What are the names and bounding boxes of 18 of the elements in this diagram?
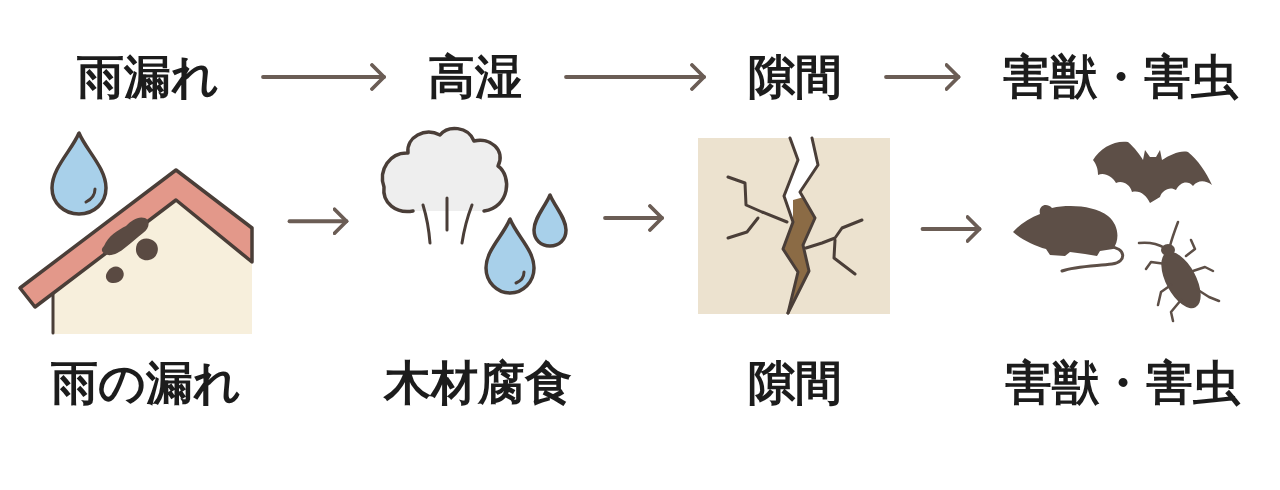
picture-label: 木材腐食: [384, 357, 572, 409]
crack-picture: [697, 136, 892, 316]
cloud-drops-picture: [380, 124, 570, 296]
step-title: 害獣・害虫: [1002, 51, 1238, 103]
picture-label: 隙間: [748, 357, 842, 409]
picture-label: 雨の漏れ: [51, 357, 241, 409]
arrow: [261, 63, 386, 91]
arrow: [287, 207, 349, 236]
arrow: [920, 215, 982, 243]
arrow: [603, 204, 664, 232]
picture-label: 害獣・害虫: [1004, 357, 1240, 409]
arrow: [564, 63, 706, 91]
house-picture: [16, 129, 256, 336]
step-title: 高湿: [428, 51, 522, 103]
arrow: [884, 63, 961, 91]
step-title: 隙間: [748, 51, 842, 103]
step-title: 雨漏れ: [77, 51, 219, 103]
pests-picture: [1010, 139, 1223, 325]
